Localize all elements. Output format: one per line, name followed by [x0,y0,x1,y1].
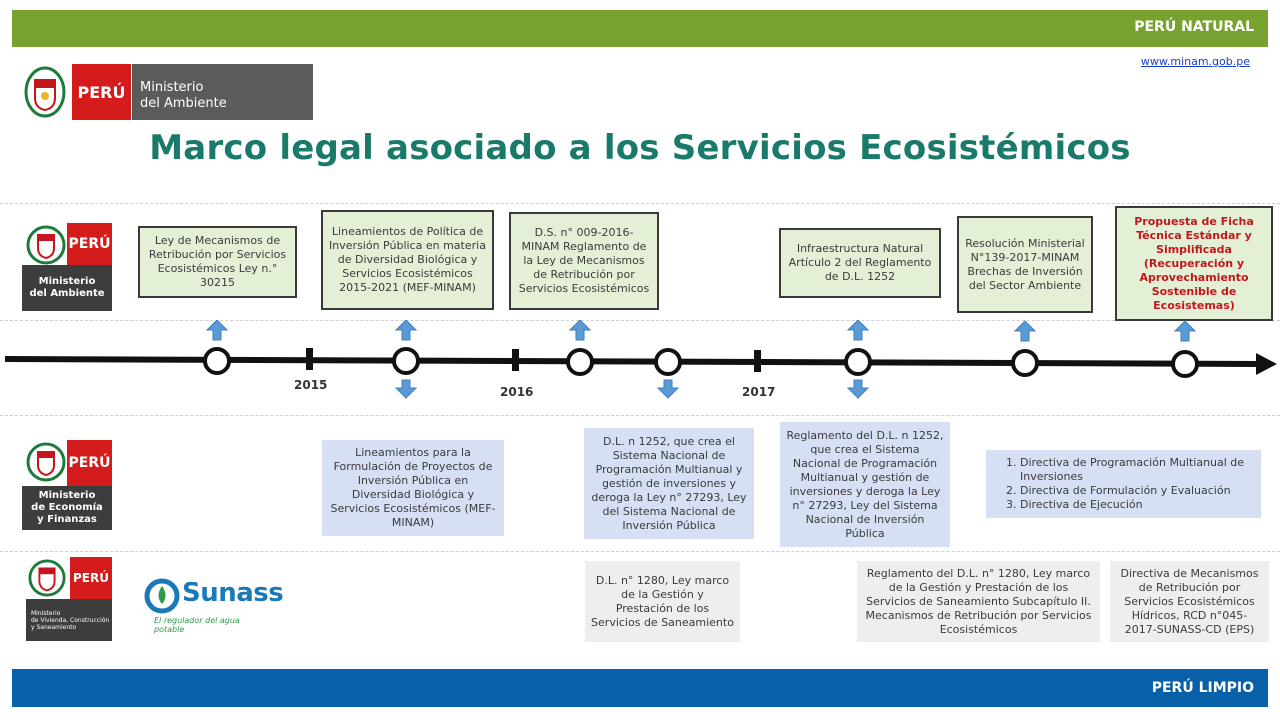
sunass-logo: Sunass El regulador del agua potable [142,574,284,634]
header-ministry-logo: PERÚ Ministerio del Ambiente [24,64,313,120]
year-tick [512,349,519,371]
water-drop-icon [144,578,180,614]
event-box-ley-30215: Ley de Mecanismos de Retribución por Ser… [138,226,297,298]
divider [0,551,1280,552]
event-box-dl-1252: D.L. n 1252, que crea el Sistema Naciona… [584,428,754,539]
event-box-ds-009-2016: D.S. n° 009-2016-MINAM Reglamento de la … [509,212,659,310]
ministry-line-1: Ministerio [140,80,204,95]
timeline-axis [4,356,1259,367]
event-box-text: Reglamento del D.L. n° 1280, Ley marco d… [865,566,1092,636]
arrow-up-icon [394,320,418,341]
arrow-down-icon [394,379,418,399]
list-item: Directiva de Ejecución [1020,498,1255,512]
ministry-name: Ministerio del Ambiente [131,64,313,120]
event-box-lineamientos-politica: Lineamientos de Política de Inversión Pú… [321,210,494,310]
event-box-text: Lineamientos de Política de Inversión Pú… [329,225,486,294]
event-box-text: Directiva de Mecanismos de Retribución p… [1120,566,1259,636]
event-box-rm-139-2017: Resolución Ministerial N°139-2017-MINAM … [957,216,1093,313]
directivas-list: Directiva de Programación Multianual de … [992,456,1255,512]
event-box-text: D.L. n° 1280, Ley marco de la Gestión y … [591,573,734,629]
timeline-event-marker [1171,350,1199,378]
year-label: 2015 [294,378,328,392]
timeline-event-marker [203,347,231,375]
event-box-text: Propuesta de Ficha Técnica Estándar y Si… [1134,214,1254,312]
timeline-event-marker [844,348,872,376]
event-box-dl-1280: D.L. n° 1280, Ley marco de la Gestión y … [585,561,740,642]
event-box-text: Ley de Mecanismos de Retribución por Ser… [148,234,287,289]
year-label: 2016 [500,385,534,399]
ministry-line-2: de Economía [31,502,103,513]
ministry-line-2: de Vivienda, Construcción [31,616,110,624]
divider [0,203,1280,204]
vivienda-logo: PERÚ Ministerio de Vivienda, Construcció… [26,557,112,641]
timeline [4,320,1277,399]
sunass-name: Sunass [182,578,284,608]
ministry-line-3: y Finanzas [37,514,97,525]
ministry-line-1: Ministerio [38,490,96,501]
event-box-directivas: Directiva de Programación Multianual de … [986,450,1261,518]
peru-label: PERÚ [72,64,131,120]
peru-label: PERÚ [67,223,112,265]
mef-logo: PERÚ Ministerio de Economía y Finanzas [22,440,112,530]
event-box-reglamento-dl-1252: Reglamento del D.L. n 1252, que crea el … [780,422,950,547]
ministry-line-1: Ministerio [38,276,96,287]
event-box-reglamento-dl-1280: Reglamento del D.L. n° 1280, Ley marco d… [857,561,1100,642]
year-label: 2017 [742,385,776,399]
year-tick [306,348,313,370]
arrow-up-icon [1173,320,1197,342]
year-tick [754,350,761,372]
site-link[interactable]: www.minam.gob.pe [1140,55,1250,68]
sunass-tagline: El regulador del agua potable [154,616,240,634]
page-title: Marco legal asociado a los Servicios Eco… [149,128,1131,168]
arrow-up-icon [1013,320,1037,342]
timeline-arrowhead [1256,353,1277,375]
arrow-up-icon [846,320,870,341]
event-box-text: Resolución Ministerial N°139-2017-MINAM … [965,236,1085,292]
timeline-event-marker [654,348,682,376]
list-item: Directiva de Formulación y Evaluación [1020,484,1255,498]
ministry-line-3: y Saneamiento [31,623,77,631]
bottom-band-label: PERÚ LIMPIO [1151,680,1254,696]
list-item: Directiva de Programación Multianual de … [1020,456,1255,484]
ministry-name: Ministerio del Ambiente [22,265,112,311]
coat-of-arms-icon [26,442,66,482]
arrow-up-icon [205,320,229,341]
top-band-label: PERÚ NATURAL [1134,19,1254,35]
coat-of-arms-icon [28,559,66,597]
arrow-up-icon [568,320,592,341]
event-box-propuesta-ficha: Propuesta de Ficha Técnica Estándar y Si… [1115,206,1273,321]
event-box-text: D.L. n 1252, que crea el Sistema Naciona… [591,434,747,532]
event-box-directiva-sunass: Directiva de Mecanismos de Retribución p… [1110,561,1269,642]
peru-label: PERÚ [67,440,112,486]
top-band: PERÚ NATURAL [12,10,1268,47]
event-box-text: Infraestructura Natural Artículo 2 del R… [788,242,932,283]
bottom-band: PERÚ LIMPIO [12,669,1268,707]
coat-of-arms-icon [26,225,66,265]
coat-of-arms-icon [24,66,66,118]
event-box-text: Lineamientos para la Formulación de Proy… [330,446,496,529]
timeline-event-marker [392,347,420,375]
arrow-down-icon [846,379,870,399]
peru-label: PERÚ [70,557,112,599]
event-box-lineamientos-formulacion: Lineamientos para la Formulación de Proy… [322,440,504,536]
divider [0,320,1280,321]
divider [0,415,1280,416]
minam-logo: PERÚ Ministerio del Ambiente [22,223,112,311]
timeline-event-marker [566,348,594,376]
ministry-line-2: del Ambiente [29,288,105,299]
ministry-line-2: del Ambiente [140,96,227,111]
ministry-name: Ministerio de Economía y Finanzas [22,486,112,530]
timeline-event-marker [1011,349,1039,377]
event-box-infraestructura-natural: Infraestructura Natural Artículo 2 del R… [779,228,941,298]
arrow-down-icon [656,379,680,399]
event-box-text: Reglamento del D.L. n 1252, que crea el … [786,428,944,540]
event-box-text: D.S. n° 009-2016-MINAM Reglamento de la … [518,226,650,295]
ministry-line-1: Ministerio [31,609,61,617]
ministry-name: Ministerio de Vivienda, Construcción y S… [26,599,112,641]
